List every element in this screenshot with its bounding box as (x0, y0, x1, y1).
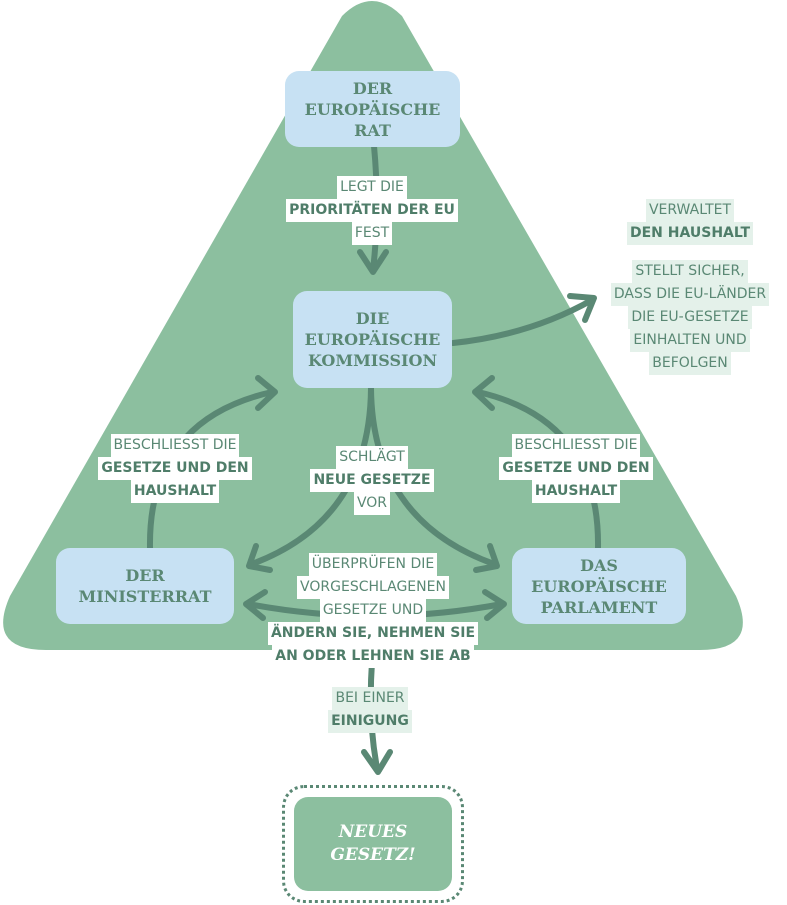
label-beschliesst-left: BESCHLIESST DIE GESETZE UND DEN HAUSHALT (86, 434, 264, 503)
label-bei-einigung: BEI EINER EINIGUNG (300, 687, 440, 733)
label-ueberpruefen: ÜBERPRÜFEN DIE VORGESCHLAGENEN GESETZE U… (254, 553, 492, 668)
label-schlaegt-neue-gesetze: SCHLÄGT NEUE GESETZE VOR (292, 446, 452, 515)
node-rat-line-1: DER (352, 78, 393, 98)
node-parlament-line-3: PARLAMENT (540, 597, 658, 617)
arrow-kommission-to-parlament-head (473, 543, 500, 573)
node-parlament-line-2: EUROPÄISCHE (531, 576, 667, 596)
arrow-to-neues-gesetz-head (361, 749, 393, 775)
label-stellt-sicher: STELLT SICHER, DASS DIE EU-LÄNDER DIE EU… (594, 260, 786, 375)
node-neues-gesetz: NEUES GESETZ! (294, 797, 452, 891)
arrow-kommission-to-ministerrat-head (246, 543, 273, 573)
neues-gesetz-dotted-frame (282, 785, 464, 903)
node-kommission-line-2: EUROPÄISCHE (304, 330, 441, 349)
node-ministerrat-line-1: DER (125, 566, 165, 585)
node-kommission-line-1: DIE (355, 309, 390, 328)
node-europaeische-parlament: DAS EUROPÄISCHE PARLAMENT (512, 548, 686, 624)
node-gesetz-line-1: NEUES (338, 822, 408, 842)
arrow-kommission-to-ministerrat (249, 385, 374, 567)
label-legt-prioritaeten: LEGT DIE PRIORITÄTEN DER EU FEST (272, 176, 472, 245)
arrow-rat-to-kommission-head (357, 249, 389, 275)
node-europaeische-kommission: DIE EUROPÄISCHE KOMMISSION (293, 291, 452, 388)
arrow-ministerrat-to-kommission-head (255, 375, 278, 411)
node-gesetz-line-2: GESETZ! (330, 845, 416, 865)
arrow-kommission-to-parlament (368, 385, 497, 567)
node-europaeische-rat: DER EUROPÄISCHE RAT (285, 71, 460, 147)
arrow-kommission-to-right (450, 297, 595, 346)
node-rat-line-3: RAT (354, 120, 391, 140)
arrow-double-head-right (482, 589, 507, 621)
node-ministerrat-line-2: MINISTERRAT (78, 587, 212, 606)
node-parlament-line-1: DAS (580, 555, 618, 575)
arrow-parlament-to-kommission-head (472, 375, 495, 411)
node-kommission-line-3: KOMMISSION (307, 351, 438, 370)
node-rat-line-2: EUROPÄISCHE (304, 99, 441, 119)
label-verwaltet-haushalt: VERWALTET DEN HAUSHALT (600, 199, 780, 245)
arrow-kommission-to-right-head (567, 293, 597, 323)
arrow-double-head-left (243, 589, 268, 621)
label-beschliesst-right: BESCHLIESST DIE GESETZE UND DEN HAUSHALT (487, 434, 665, 503)
node-ministerrat: DER MINISTERRAT (56, 548, 234, 624)
